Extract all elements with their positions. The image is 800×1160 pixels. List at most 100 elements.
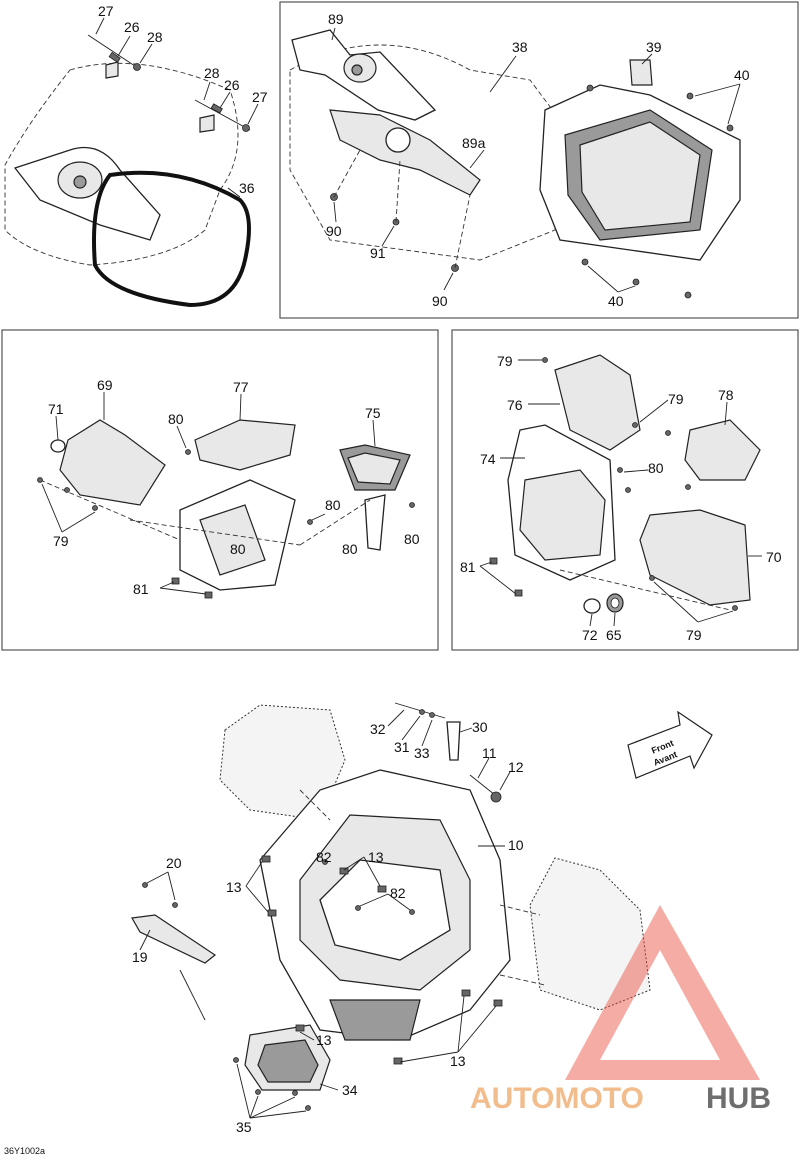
cover-70 bbox=[639, 509, 751, 606]
leader-89a bbox=[469, 149, 485, 169]
leader-90 bbox=[333, 201, 337, 223]
callout-35: 35 bbox=[236, 1119, 252, 1135]
screw-35 bbox=[233, 1057, 239, 1063]
panel-frame-top-right bbox=[279, 1, 799, 319]
panel-frame-middle-left bbox=[1, 329, 439, 651]
leader-35 bbox=[249, 1095, 259, 1119]
washer-31 bbox=[419, 709, 425, 715]
screw-20 bbox=[142, 882, 148, 888]
clip-81 bbox=[171, 577, 180, 585]
screw-79 bbox=[92, 505, 98, 511]
callout-70: 70 bbox=[766, 549, 782, 565]
clip-13 bbox=[377, 885, 387, 893]
callout-26: 26 bbox=[224, 77, 240, 93]
callout-79: 79 bbox=[497, 353, 513, 369]
clip-13 bbox=[339, 867, 349, 875]
screw-40 bbox=[726, 124, 734, 132]
nut-28-right bbox=[242, 124, 250, 132]
leader-79 bbox=[639, 399, 669, 423]
screw-80 bbox=[685, 484, 691, 490]
screw-40 bbox=[684, 291, 692, 299]
leader-81 bbox=[479, 561, 493, 567]
leader-13 bbox=[399, 1051, 459, 1063]
cap-71 bbox=[50, 439, 66, 453]
callout-91: 91 bbox=[370, 245, 386, 261]
leader-27b bbox=[247, 103, 259, 125]
screw-79 bbox=[37, 477, 43, 483]
callout-80: 80 bbox=[404, 531, 420, 547]
screw-35 bbox=[292, 1090, 298, 1096]
screw-35 bbox=[255, 1089, 261, 1095]
callout-31: 31 bbox=[394, 739, 410, 755]
leader-77 bbox=[239, 393, 242, 421]
diagram-code: 36Y1002a bbox=[4, 1146, 45, 1156]
display-screen bbox=[579, 121, 701, 231]
side-panel-69 bbox=[59, 419, 166, 506]
leader-82 bbox=[387, 893, 411, 911]
cap-72 bbox=[583, 598, 601, 614]
leader-79 bbox=[697, 610, 734, 623]
leader-35 bbox=[249, 1096, 296, 1119]
callout-80: 80 bbox=[168, 411, 184, 427]
callout-71: 71 bbox=[48, 401, 64, 417]
leader-32 bbox=[387, 709, 405, 727]
clip-13 bbox=[493, 999, 503, 1007]
callout-90: 90 bbox=[326, 223, 342, 239]
panel-frame-middle-right bbox=[451, 329, 799, 651]
leader-11 bbox=[477, 757, 490, 779]
clip-81 bbox=[514, 589, 523, 597]
leader-39 bbox=[641, 53, 653, 65]
screw-40 bbox=[581, 258, 589, 266]
clip-13 bbox=[261, 855, 271, 863]
leader-89 bbox=[331, 27, 336, 41]
callout-12: 12 bbox=[508, 759, 524, 775]
screw-27-left bbox=[87, 34, 139, 69]
leader-79 bbox=[653, 581, 699, 623]
callout-79: 79 bbox=[668, 391, 684, 407]
leader-13 bbox=[457, 995, 465, 1053]
callout-89: 89 bbox=[328, 11, 344, 27]
callout-32: 32 bbox=[370, 721, 386, 737]
leader-78 bbox=[724, 401, 728, 426]
leader-13 bbox=[343, 856, 365, 871]
leader-81 bbox=[479, 565, 517, 595]
leader-40 bbox=[727, 83, 741, 125]
connector-39 bbox=[629, 59, 653, 86]
dashline bbox=[499, 904, 541, 916]
leader-34 bbox=[319, 1083, 339, 1091]
leader-80 bbox=[176, 425, 187, 449]
panel-windshield-left: 27 26 28 28 26 27 36 bbox=[4, 3, 268, 308]
callout-81: 81 bbox=[460, 559, 476, 575]
front-direction-arrow bbox=[627, 710, 713, 779]
callout-19: 19 bbox=[132, 949, 148, 965]
leader-13 bbox=[245, 861, 263, 887]
callout-27: 27 bbox=[252, 89, 268, 105]
callout-36: 36 bbox=[239, 180, 255, 196]
ghost-panel-right bbox=[529, 857, 651, 1011]
dashline bbox=[454, 194, 471, 269]
windshield-outline bbox=[4, 62, 239, 266]
seal-gasket-36 bbox=[92, 170, 251, 308]
callout-76: 76 bbox=[507, 397, 523, 413]
callout-13: 13 bbox=[316, 1032, 332, 1048]
screw-79 bbox=[649, 575, 655, 581]
callout-78: 78 bbox=[718, 387, 734, 403]
leader-26b bbox=[219, 91, 231, 109]
dashline bbox=[39, 479, 181, 541]
callout-11: 11 bbox=[482, 745, 497, 761]
callout-80: 80 bbox=[648, 460, 664, 476]
callout-13: 13 bbox=[226, 879, 242, 895]
leader-35 bbox=[236, 1063, 251, 1119]
callout-13: 13 bbox=[450, 1053, 466, 1069]
callout-80: 80 bbox=[325, 497, 341, 513]
callout-20: 20 bbox=[166, 855, 182, 871]
screw-80 bbox=[625, 487, 631, 493]
grill-bracket bbox=[364, 494, 386, 551]
leader-40 bbox=[617, 285, 636, 293]
watermark-triangle-logo bbox=[565, 905, 760, 1080]
dashline bbox=[129, 519, 301, 546]
leader-33 bbox=[421, 719, 433, 747]
grommet-65-hole bbox=[610, 597, 620, 609]
screw-79 bbox=[542, 357, 548, 363]
dashline bbox=[499, 974, 546, 986]
